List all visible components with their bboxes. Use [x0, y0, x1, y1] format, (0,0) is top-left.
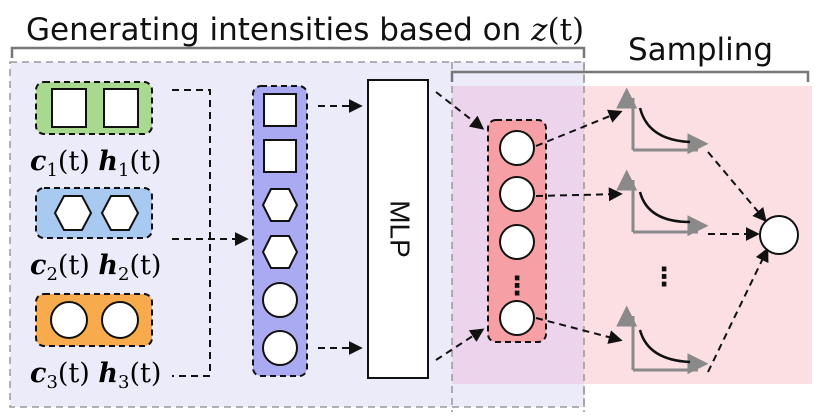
intensity-plot-3 — [616, 305, 709, 375]
intensity-plot-1 — [616, 87, 709, 155]
c3-circle — [50, 301, 88, 339]
c2-hexagon — [53, 195, 93, 231]
h3-circle — [101, 301, 139, 339]
input-label-2: c2(t) h2(t) — [30, 250, 161, 285]
mlp-box — [367, 79, 429, 379]
plot-1-to-output — [707, 151, 767, 223]
generate-bracket — [10, 46, 586, 58]
plot-3-to-output — [707, 247, 769, 373]
h2-hexagon — [100, 195, 140, 231]
c1-square — [51, 88, 87, 128]
input-label-1: c1(t) h1(t) — [30, 146, 161, 181]
concat-hexagon-2 — [261, 235, 299, 269]
concat-circle-1 — [262, 282, 298, 318]
mlp-to-intensity-bottom — [435, 328, 485, 361]
h1-square — [103, 88, 139, 128]
mlp-to-intensity-top — [435, 91, 485, 130]
plot-ellipsis: ⋮ — [651, 263, 677, 293]
intensity-node-1 — [499, 130, 535, 166]
intensity-node-2 — [499, 176, 535, 212]
arrow-to-plot-1 — [535, 109, 623, 147]
sampling-title: Sampling — [628, 32, 773, 68]
concat-circle-2 — [262, 330, 298, 366]
arrow-to-plot-3 — [535, 317, 623, 344]
connector-1 — [172, 89, 211, 377]
concat-hexagon-1 — [261, 188, 299, 222]
intensity-node-4 — [499, 300, 535, 336]
concat-square-2 — [263, 139, 297, 173]
intensity-node-3 — [499, 224, 535, 260]
generate-title: Generating intensities based on z(t) — [26, 12, 584, 48]
intensity-ellipsis: ⋮ — [504, 272, 530, 302]
intensity-plot-2 — [616, 169, 709, 237]
input-label-3: c3(t) h3(t) — [30, 358, 161, 393]
sampling-bracket — [450, 70, 810, 82]
sample-output-node — [759, 215, 799, 255]
concat-square-1 — [263, 93, 297, 127]
mlp-label: MLP — [385, 200, 416, 258]
arrow-to-plot-2 — [535, 187, 623, 202]
